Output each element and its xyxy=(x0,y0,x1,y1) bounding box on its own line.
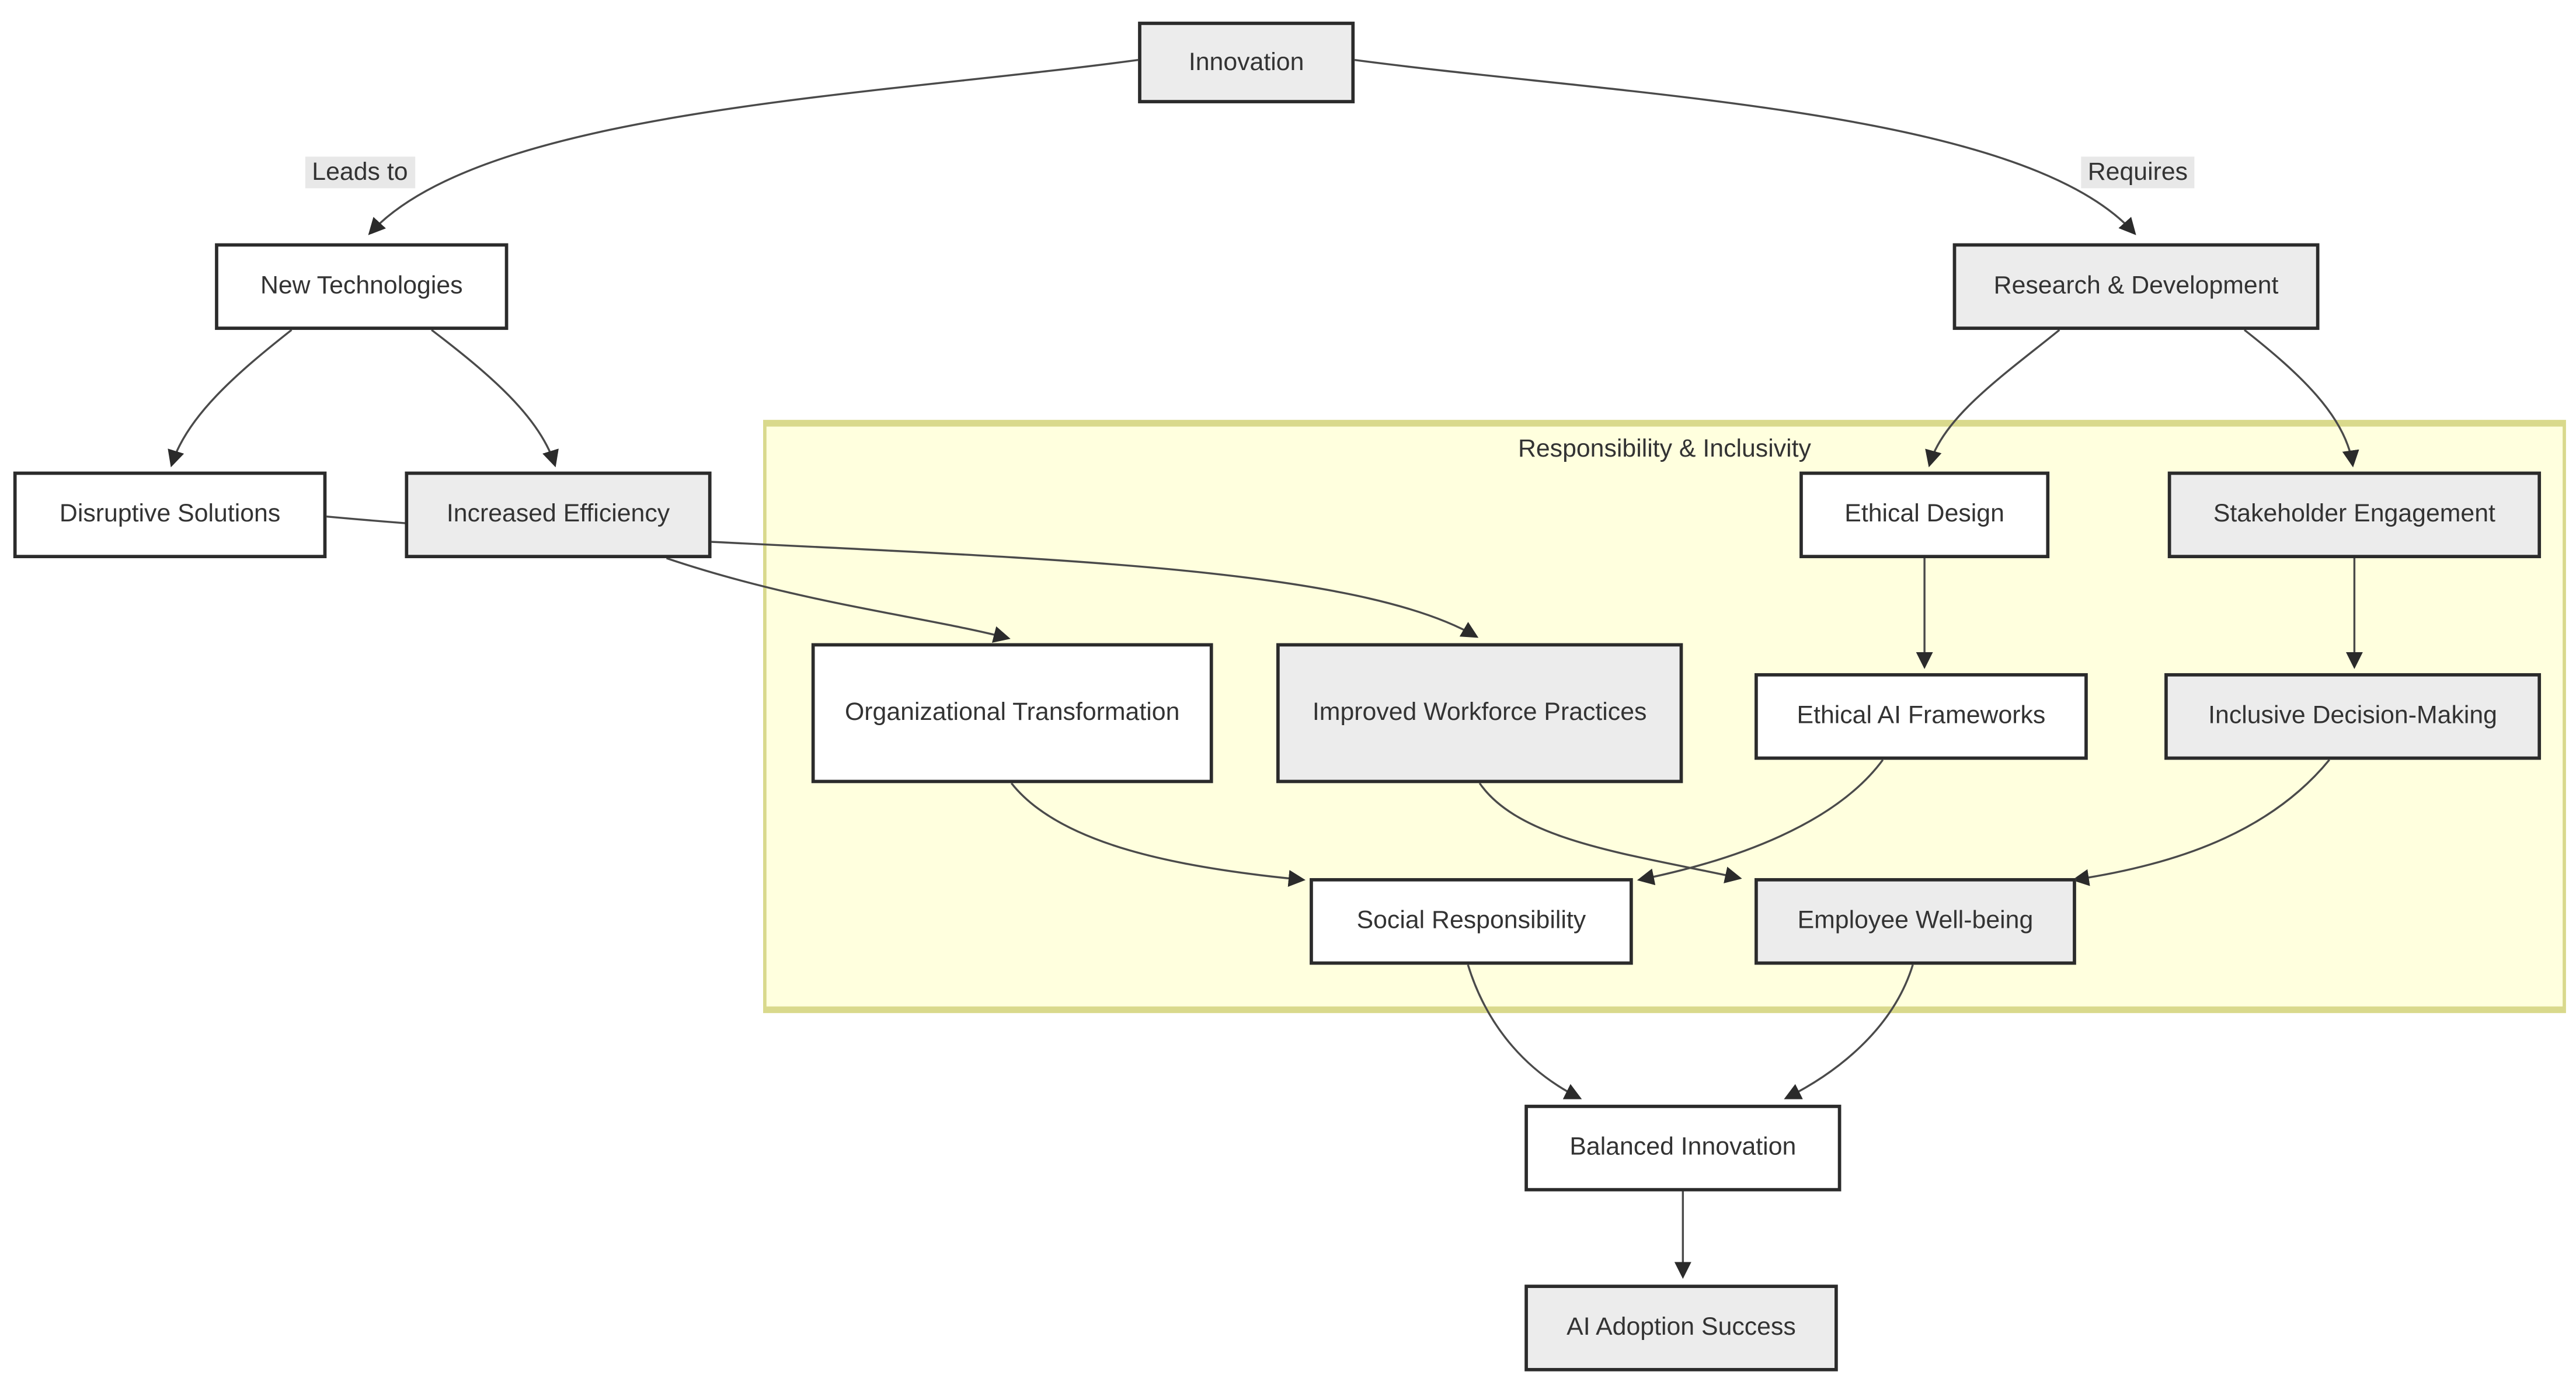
node-label: Disruptive Solutions xyxy=(59,500,281,529)
edge-new-technologies-to-increased-efficiency xyxy=(431,329,559,468)
node-improved-workforce-practices: Improved Workforce Practices xyxy=(1276,643,1683,784)
node-label: Inclusive Decision-Making xyxy=(2208,701,2497,730)
node-label: Ethical AI Frameworks xyxy=(1797,701,2046,730)
edge-new-technologies-to-disruptive-solutions xyxy=(168,329,293,468)
node-label: AI Adoption Success xyxy=(1567,1313,1796,1342)
node-new-technologies: New Technologies xyxy=(215,243,509,330)
subgraph-title: Responsibility & Inclusivity xyxy=(1517,434,1811,464)
node-ai-adoption-success: AI Adoption Success xyxy=(1524,1285,1838,1371)
node-label: Organizational Transformation xyxy=(844,698,1180,727)
node-stakeholder-engagement: Stakeholder Engagement xyxy=(2167,471,2542,559)
node-label: Social Responsibility xyxy=(1356,906,1586,935)
node-innovation: Innovation xyxy=(1138,22,1355,103)
node-label: New Technologies xyxy=(260,271,463,301)
node-balanced-innovation: Balanced Innovation xyxy=(1524,1105,1842,1192)
node-employee-well-being: Employee Well-being xyxy=(1755,878,2076,965)
edge-label-innovation-to-research-development: Requires xyxy=(2081,156,2195,189)
node-label: Ethical Design xyxy=(1844,500,2004,529)
node-ethical-design: Ethical Design xyxy=(1799,471,2050,559)
node-increased-efficiency: Increased Efficiency xyxy=(405,471,712,559)
node-disruptive-solutions: Disruptive Solutions xyxy=(13,471,327,559)
node-label: Employee Well-being xyxy=(1797,906,2034,935)
node-label: Improved Workforce Practices xyxy=(1312,698,1647,727)
edge-innovation-to-research-development xyxy=(1354,59,2136,235)
node-label: Innovation xyxy=(1188,47,1304,76)
node-social-responsibility: Social Responsibility xyxy=(1310,878,1633,965)
node-inclusive-decision-making: Inclusive Decision-Making xyxy=(2164,673,2542,760)
node-label: Stakeholder Engagement xyxy=(2213,500,2495,529)
node-label: Increased Efficiency xyxy=(446,500,670,529)
node-label: Research & Development xyxy=(1993,271,2279,301)
edge-innovation-to-new-technologies xyxy=(368,59,1139,235)
node-organizational-transformation: Organizational Transformation xyxy=(811,643,1213,784)
edge-label-innovation-to-new-technologies: Leads to xyxy=(305,156,415,189)
node-label: Balanced Innovation xyxy=(1569,1133,1797,1162)
node-ethical-ai-frameworks: Ethical AI Frameworks xyxy=(1755,673,2088,760)
node-research-development: Research & Development xyxy=(1952,243,2320,330)
